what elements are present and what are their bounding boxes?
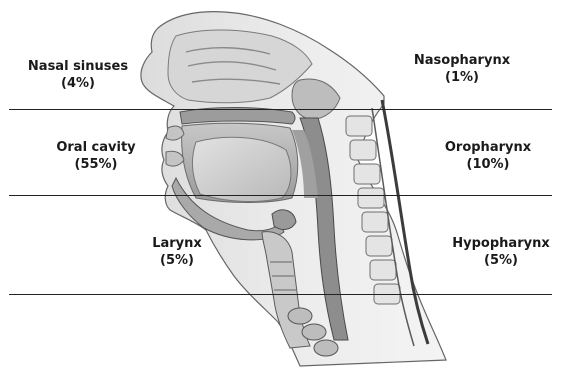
label-oropharynx: Oropharynx (10%) xyxy=(428,139,548,173)
region-percent: (55%) xyxy=(40,156,152,173)
trachea-ring xyxy=(314,340,338,356)
region-percent: (10%) xyxy=(428,156,548,173)
trachea-ring xyxy=(288,308,312,324)
region-name: Oral cavity xyxy=(40,139,152,156)
label-nasopharynx: Nasopharynx (1%) xyxy=(402,52,522,86)
region-percent: (5%) xyxy=(138,252,216,269)
region-name: Hypopharynx xyxy=(446,235,556,252)
region-name: Larynx xyxy=(138,235,216,252)
region-percent: (4%) xyxy=(22,75,134,92)
region-name: Oropharynx xyxy=(428,139,548,156)
divider-line-middle xyxy=(9,195,552,196)
region-percent: (5%) xyxy=(446,252,556,269)
label-oral-cavity: Oral cavity (55%) xyxy=(40,139,152,173)
label-nasal-sinuses: Nasal sinuses (4%) xyxy=(22,58,134,92)
trachea-ring xyxy=(302,324,326,340)
region-percent: (1%) xyxy=(402,69,522,86)
divider-line-upper xyxy=(9,109,552,110)
region-name: Nasopharynx xyxy=(402,52,522,69)
region-name: Nasal sinuses xyxy=(22,58,134,75)
label-larynx: Larynx (5%) xyxy=(138,235,216,269)
divider-line-lower xyxy=(9,294,552,295)
label-hypopharynx: Hypopharynx (5%) xyxy=(446,235,556,269)
tongue xyxy=(193,137,291,201)
